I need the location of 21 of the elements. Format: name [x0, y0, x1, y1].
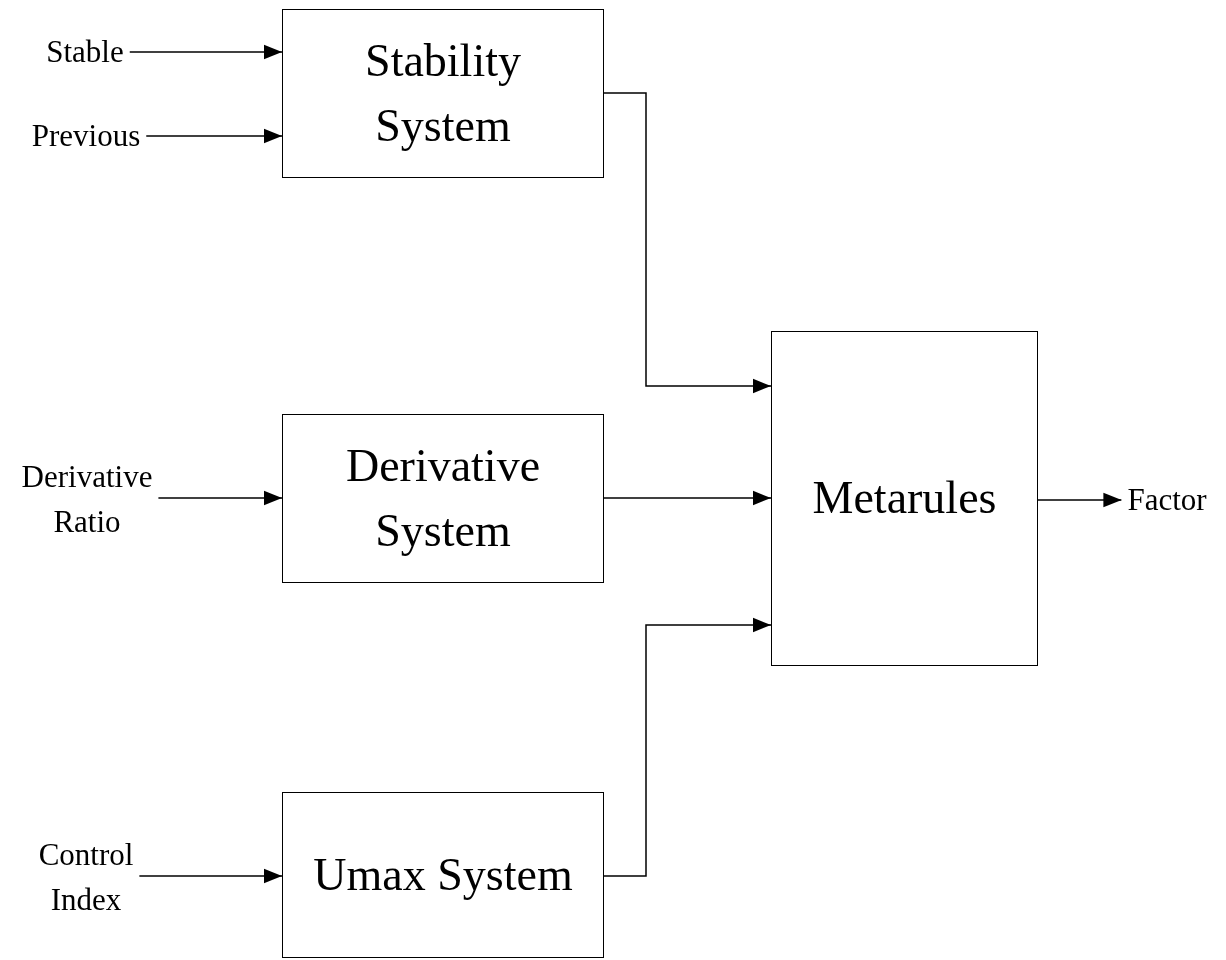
signal-label: Control Index [11, 833, 161, 923]
box-label: Metarules [811, 471, 998, 526]
box-label: Stability System [364, 34, 522, 153]
box-label: Umax System [312, 847, 574, 902]
arrow [1037, 492, 1123, 508]
arrow [603, 617, 772, 877]
process-box [771, 331, 1038, 666]
process-box [282, 792, 604, 958]
arrow [603, 490, 772, 506]
signal-label: Stable [46, 29, 124, 75]
arrow [603, 92, 772, 394]
arrow [138, 868, 283, 884]
process-box [282, 9, 604, 178]
signal-label: Previous [31, 113, 141, 159]
box-label: Derivative System [344, 439, 542, 558]
arrow [145, 128, 283, 144]
arrow [157, 490, 283, 506]
arrow [129, 44, 283, 60]
signal-label: Factor [1127, 477, 1207, 523]
signal-label: Derivative Ratio [12, 455, 162, 545]
process-box [282, 414, 604, 583]
